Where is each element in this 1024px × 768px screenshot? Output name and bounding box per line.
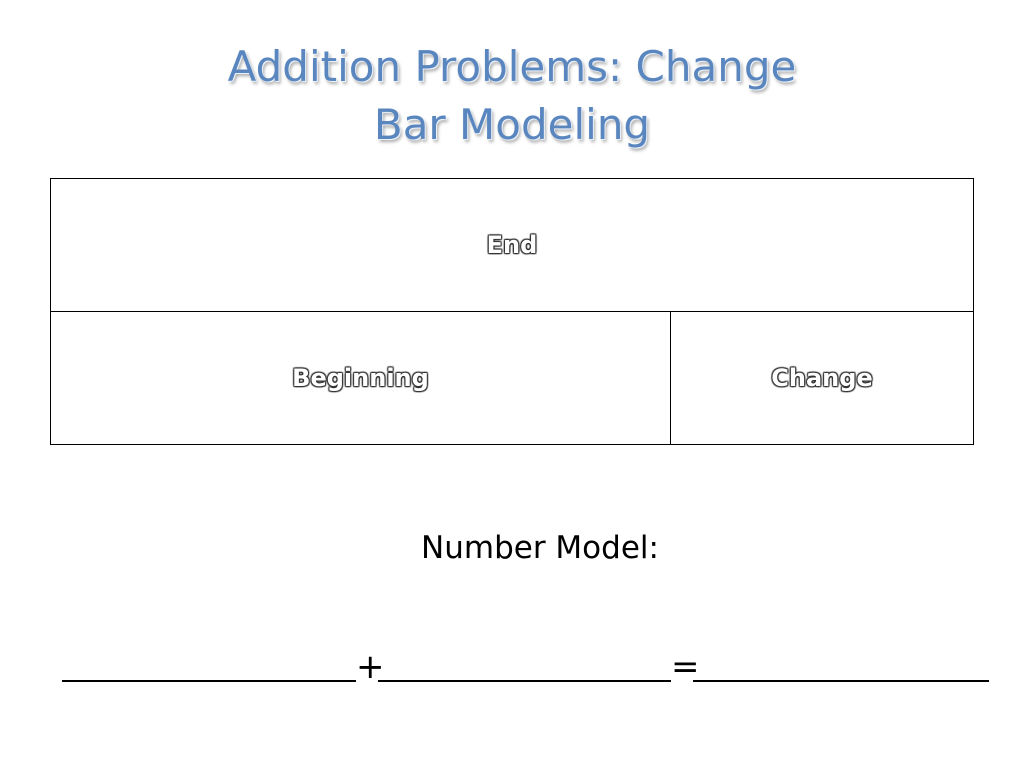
equals-sign: = <box>671 647 700 687</box>
change-cell: Change <box>671 312 973 444</box>
end-cell: End <box>51 179 973 312</box>
bar-model-table: End Beginning Change <box>50 178 974 445</box>
beginning-cell: Beginning <box>51 312 671 444</box>
second-addend-blank <box>378 680 671 682</box>
number-model-equation: + = <box>62 640 994 690</box>
title-line-1: Addition Problems: Change <box>227 42 797 91</box>
first-addend-blank <box>62 680 356 682</box>
number-model-label: Number Model: <box>421 530 659 566</box>
plus-sign: + <box>356 647 385 687</box>
end-label: End <box>486 231 538 259</box>
beginning-label: Beginning <box>292 364 429 392</box>
slide-title: Addition Problems: Change Bar Modeling <box>112 38 912 154</box>
sum-blank <box>693 680 989 682</box>
title-line-2: Bar Modeling <box>373 100 651 149</box>
change-label: Change <box>771 364 873 392</box>
